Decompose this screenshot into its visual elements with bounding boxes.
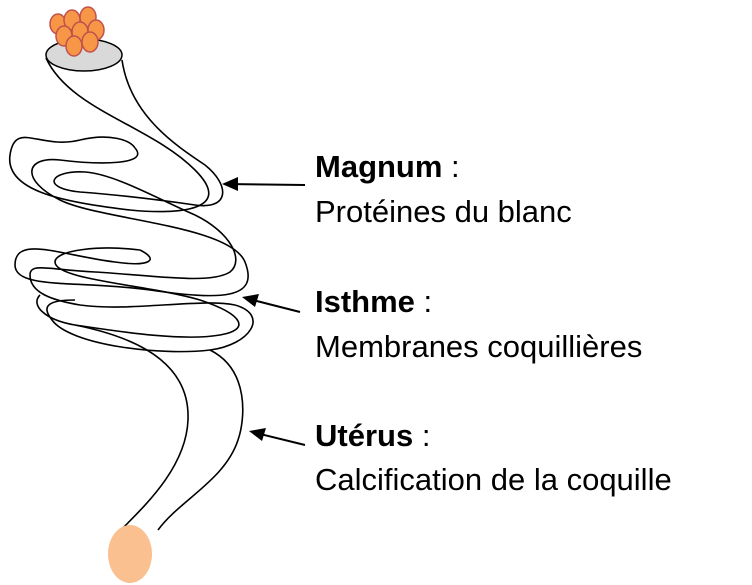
- oviduct-inner-wall: [54, 60, 223, 215]
- magnum-description: Protéines du blanc: [315, 193, 572, 231]
- isthme-name: Isthme: [315, 284, 415, 319]
- oviduct-outer-wall: [10, 58, 209, 212]
- uterus-description: Calcification de la coquille: [315, 461, 672, 499]
- uterus-left-wall: [75, 325, 188, 533]
- oviduct-lower-outer: [37, 248, 239, 337]
- uterus-right-wall: [158, 350, 243, 530]
- isthme-arrow-head: [242, 294, 259, 307]
- magnum-name: Magnum: [315, 149, 442, 184]
- uterus-label: Utérus :: [315, 417, 430, 455]
- oviduct-middle-inner: [30, 215, 236, 307]
- isthme-label: Isthme :: [315, 283, 432, 321]
- uterus-separator: :: [413, 418, 430, 453]
- uterus-name: Utérus: [315, 418, 413, 453]
- egg: [108, 525, 152, 583]
- isthme-separator: :: [415, 284, 432, 319]
- oviduct-middle-outer: [15, 148, 248, 296]
- oviduct-outer-wall-2: [80, 137, 135, 148]
- magnum-arrow-head: [222, 177, 238, 191]
- isthme-description: Membranes coquillières: [315, 328, 642, 366]
- magnum-separator: :: [442, 149, 459, 184]
- magnum-label: Magnum :: [315, 148, 460, 186]
- uterus-arrow-head: [249, 428, 266, 441]
